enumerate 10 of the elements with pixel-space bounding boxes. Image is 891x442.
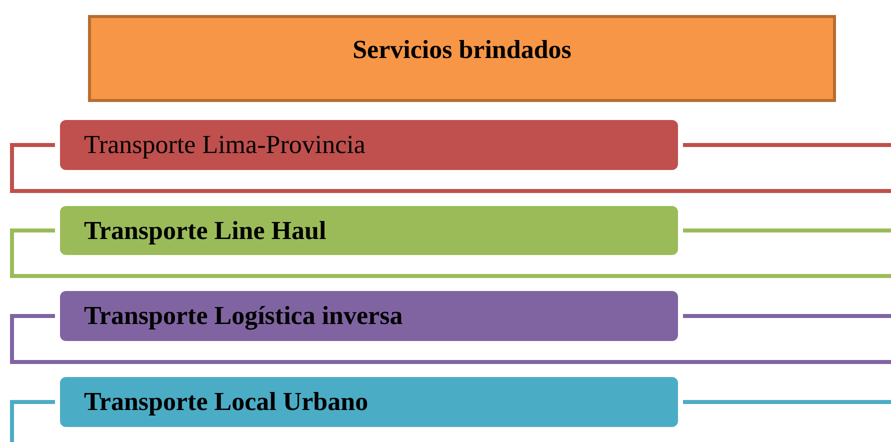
title-box [88, 15, 836, 102]
service-bar [60, 206, 678, 255]
service-label: Transporte Line Haul [84, 216, 326, 246]
service-bar [60, 291, 678, 341]
service-label: Transporte Logística inversa [84, 301, 403, 331]
service-bar [60, 120, 678, 170]
service-bar [60, 377, 678, 427]
title-text: Servicios brindados [352, 34, 572, 64]
service-label: Transporte Lima-Provincia [84, 130, 366, 160]
service-label: Transporte Local Urbano [84, 387, 368, 417]
